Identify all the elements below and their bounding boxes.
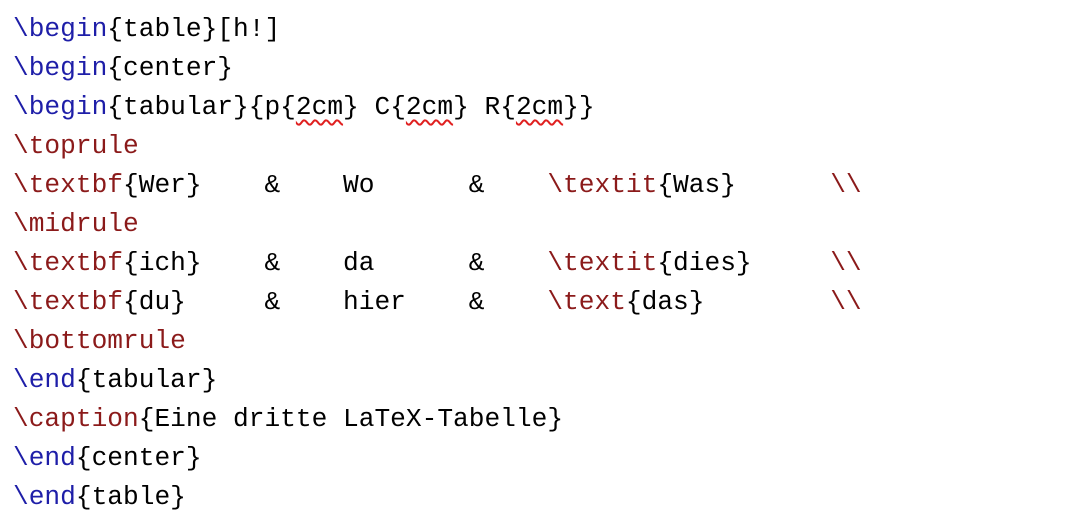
latex-command: \midrule	[13, 209, 139, 239]
code-line[interactable]: \textbf{Wer} & Wo & \textit{Was} \\	[13, 166, 1065, 205]
latex-command: \textit	[547, 248, 658, 278]
code-line[interactable]: \end{center}	[13, 439, 1065, 478]
code-line[interactable]: \begin{table}[h!]	[13, 10, 1065, 49]
code-text: 2cm	[295, 92, 344, 122]
code-text: } R{	[453, 92, 516, 122]
code-text: {center}	[75, 443, 202, 473]
code-text: {Was}	[657, 170, 831, 200]
code-line[interactable]: \textbf{ich} & da & \textit{dies} \\	[13, 244, 1065, 283]
latex-command: \bottomrule	[13, 326, 186, 356]
code-text: 2cm	[405, 92, 454, 122]
latex-command: \\	[830, 248, 862, 278]
code-line[interactable]: \caption{Eine dritte LaTeX-Tabelle}	[13, 400, 1065, 439]
code-text: {table}	[75, 482, 186, 512]
code-text: {tabular}{p{	[107, 92, 296, 122]
code-text: {das}	[625, 287, 831, 317]
code-line[interactable]: \begin{center}	[13, 49, 1065, 88]
code-line[interactable]: \end{table}	[13, 478, 1065, 517]
code-text: {tabular}	[75, 365, 218, 395]
code-line[interactable]: \midrule	[13, 205, 1065, 244]
latex-command: \textbf	[13, 170, 124, 200]
code-text: {Wer} & Wo &	[123, 170, 548, 200]
latex-command: \toprule	[13, 131, 139, 161]
code-text: {dies}	[657, 248, 831, 278]
latex-command: \end	[13, 365, 76, 395]
latex-command: \end	[13, 443, 76, 473]
code-text: {table}[h!]	[107, 14, 281, 44]
latex-command: \caption	[13, 404, 139, 434]
code-text: {center}	[107, 53, 234, 83]
code-line[interactable]: \begin{tabular}{p{2cm} C{2cm} R{2cm}}	[13, 88, 1065, 127]
code-text: } C{	[343, 92, 406, 122]
latex-command: \text	[547, 287, 626, 317]
code-line[interactable]: \textbf{du} & hier & \text{das} \\	[13, 283, 1065, 322]
latex-command: \begin	[13, 53, 108, 83]
latex-command: \end	[13, 482, 76, 512]
code-text: }}	[563, 92, 595, 122]
latex-command: \begin	[13, 92, 108, 122]
code-line[interactable]: \toprule	[13, 127, 1065, 166]
latex-command: \\	[830, 170, 862, 200]
code-text: {Eine dritte LaTeX-Tabelle}	[138, 404, 564, 434]
latex-command: \textit	[547, 170, 658, 200]
latex-command: \textbf	[13, 248, 124, 278]
latex-command: \\	[830, 287, 862, 317]
code-line[interactable]: \bottomrule	[13, 322, 1065, 361]
code-line[interactable]: \end{tabular}	[13, 361, 1065, 400]
latex-command: \textbf	[13, 287, 124, 317]
code-text: {ich} & da &	[123, 248, 548, 278]
code-text: 2cm	[515, 92, 564, 122]
latex-command: \begin	[13, 14, 108, 44]
code-text: {du} & hier &	[123, 287, 548, 317]
